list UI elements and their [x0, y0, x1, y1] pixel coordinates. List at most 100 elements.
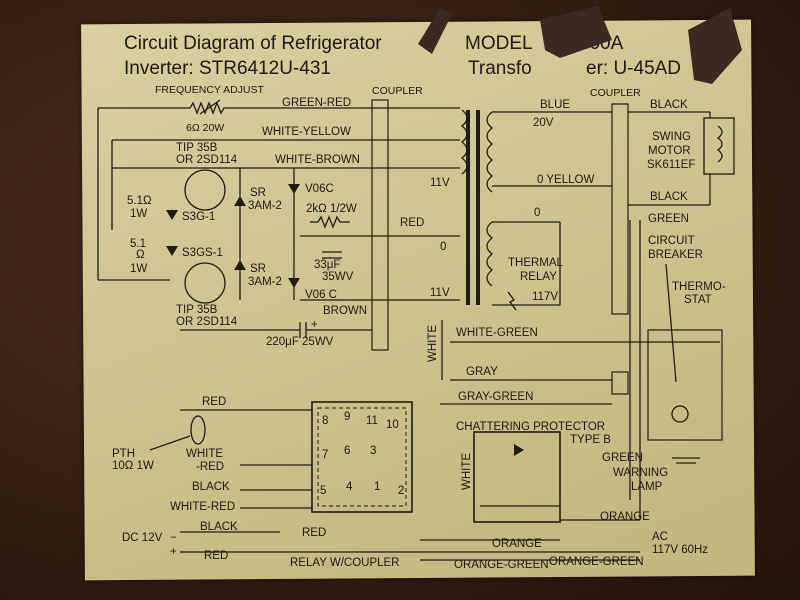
sr-bottom-symbol [234, 260, 246, 270]
r-5-1-top: 5.1Ω [127, 195, 152, 207]
relay-pin-4: 4 [346, 481, 353, 493]
thermal-relay-label-2: RELAY [520, 271, 557, 283]
relay-box [311, 401, 413, 513]
wire-white-red-b: -RED [196, 461, 224, 473]
wire-gray-label: GRAY [466, 366, 498, 378]
swing-motor-label-1: SWING [652, 131, 691, 143]
tap-zero-thermal: 0 [534, 207, 540, 219]
r-1w-top: 1W [130, 208, 147, 220]
wire-red-bottom-label: RED [204, 550, 228, 562]
diode-s3g1-symbol [166, 210, 178, 220]
warning-lamp-label-1: WARNING [613, 467, 668, 479]
sr-top-a: SR [250, 187, 266, 199]
wire-white-yellow-label: WHITE-YELLOW [262, 126, 351, 138]
wire-white-green-label: WHITE-GREEN [456, 327, 538, 339]
warning-lamp-symbol [671, 405, 689, 423]
coupler-right [611, 103, 629, 315]
diode-s3gs1-symbol [166, 246, 178, 256]
c-220uf-label: 220μF 25WV [266, 336, 334, 348]
tap-zero-mid: 0 [440, 241, 446, 253]
c-33uf-b: 35WV [322, 271, 354, 283]
thermostat-label-1: THERMO- [672, 281, 726, 293]
title-model-label: MODEL [465, 33, 533, 54]
tap-11v-bottom: 11V [430, 287, 450, 299]
sr-bottom-a: SR [250, 263, 266, 275]
tap-11v-top: 11V [430, 177, 450, 189]
wire-red-mid-label: RED [400, 217, 424, 229]
wire-white-chatter-label: WHITE [461, 453, 473, 490]
wire-orange-green-a-label: ORANGE-GREEN [454, 559, 549, 571]
v06c-bottom-symbol [288, 278, 300, 288]
v06c-top: V06C [305, 183, 334, 195]
coupler-right-label: COUPLER [590, 87, 641, 99]
wire-yellow-label: 0 YELLOW [537, 174, 594, 186]
tape-top-left [418, 8, 452, 54]
dc-plus: + [170, 546, 177, 558]
thermostat-label-2: STAT [684, 294, 712, 306]
wire-brown-label: BROWN [323, 305, 367, 317]
breaker-lead [665, 263, 677, 383]
relay-pin-1: 1 [374, 481, 380, 493]
c-33uf-a: 33μF [314, 259, 340, 271]
ac-label-1: AC [652, 531, 668, 543]
relay-pin-6: 6 [344, 445, 350, 457]
or-2sd114-top: OR 2SD114 [176, 154, 238, 166]
pth-symbol [190, 415, 206, 445]
resistor-6ohm-label: 6Ω 20W [186, 122, 224, 134]
coupler-left [371, 99, 389, 351]
c-220uf-plus: + [311, 319, 318, 331]
warning-lamp-label-2: LAMP [631, 481, 663, 493]
tip35b-top: TIP 35B [176, 142, 218, 154]
title-line1: Circuit Diagram of Refrigerator [124, 33, 382, 54]
wire-green-bottom-label: GREEN [602, 452, 643, 464]
v06c-bottom: V06 C [305, 289, 337, 301]
wire-green-red-label: GREEN-RED [282, 97, 351, 109]
dc-minus: − [170, 532, 177, 544]
wire-black-mid-label: BLACK [650, 191, 688, 203]
tap-20v: 20V [533, 117, 554, 129]
v06c-top-symbol [288, 184, 300, 194]
title-transformer-label: Transfo [468, 58, 532, 79]
wire-orange-bottom-label: ORANGE [492, 538, 542, 550]
frequency-adjust-resistor [98, 101, 370, 115]
tape-top-right [688, 8, 742, 84]
dc12v-label: DC 12V [122, 532, 163, 544]
title-transformer-model: er: U-45AD [586, 58, 681, 79]
relay-pin-9: 9 [344, 411, 350, 423]
diode-s3g1: S3G-1 [182, 211, 215, 223]
transistor-top [184, 169, 226, 211]
chattering-diode [514, 444, 524, 456]
swing-motor-box [703, 117, 735, 175]
pth-pointer [149, 435, 191, 451]
swing-motor-label-3: SK611EF [647, 159, 695, 171]
relay-pin-2: 2 [398, 485, 404, 497]
circuit-breaker-label-1: CIRCUIT [648, 235, 695, 247]
wire-white-red-bottom-label: WHITE-RED [170, 501, 235, 513]
ac-label-2: 117V 60Hz [652, 544, 708, 556]
transformer-secondary-coil-top [486, 111, 494, 193]
r-2k-symbol [310, 215, 350, 229]
r-5-1-bottom-b: Ω [136, 249, 145, 261]
wire-red-left-label: RED [202, 396, 226, 408]
tip35b-bottom: TIP 35B [176, 304, 218, 316]
wire-red-relay-label: RED [302, 527, 326, 539]
thermal-relay-label-1: THERMAL [508, 257, 564, 269]
r-5-1-bottom-a: 5.1 [130, 238, 146, 250]
coupler-left-label: COUPLER [372, 85, 423, 97]
sr-top-b: 3AM-2 [248, 200, 282, 212]
pth-label-2: 10Ω 1W [112, 460, 154, 472]
wire-green-right-label: GREEN [648, 213, 689, 225]
pth-label-1: PTH [112, 448, 135, 460]
wire-orange-right-label: ORANGE [600, 511, 650, 523]
wire-black-top-label: BLACK [650, 99, 688, 111]
transistor-bottom [184, 262, 226, 304]
sr-top-symbol [234, 196, 246, 206]
relay-pin-11: 11 [366, 415, 378, 427]
wire-black-bottom-label: BLACK [200, 521, 238, 533]
relay-pin-5: 5 [320, 485, 326, 497]
r-1w-bottom: 1W [130, 263, 147, 275]
relay-coupler-label: RELAY W/COUPLER [290, 557, 400, 569]
wire-orange-green-b-label: ORANGE-GREEN [549, 556, 644, 568]
swing-motor-label-2: MOTOR [648, 145, 691, 157]
